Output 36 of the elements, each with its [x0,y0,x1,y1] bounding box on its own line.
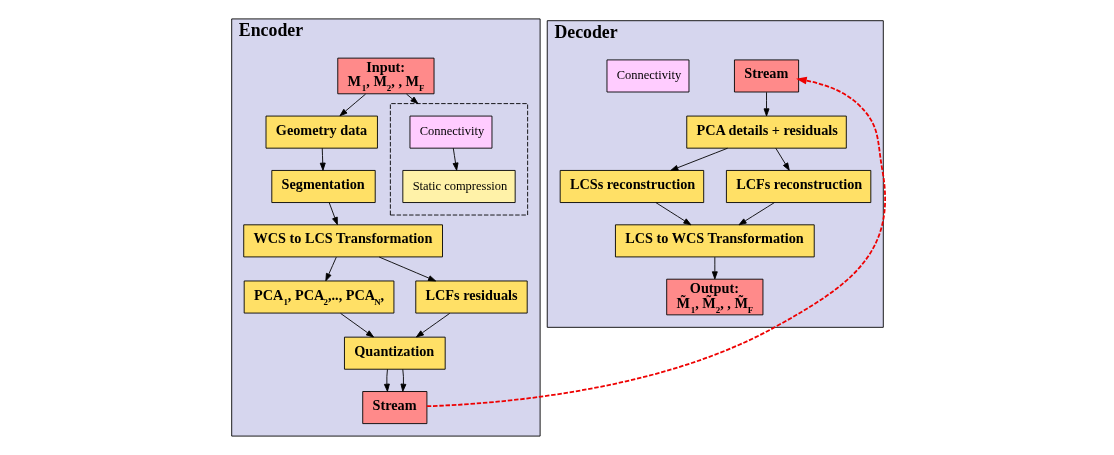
node-box: LCS to WCS Transformation [614,224,815,258]
node-box: PCA details + residuals [685,115,847,149]
arrow [738,202,775,226]
node-box: WCS to LCS Transformation [242,224,443,258]
node-box: Quantization [343,336,446,370]
node-box: LCSs reconstruction [559,170,704,203]
arrow [383,368,390,392]
node-box: Static compression [401,170,516,203]
node-box: LCFs residuals [414,280,528,314]
node-box: Stream [361,391,427,425]
arrow [378,256,436,282]
arrow [452,147,458,171]
node-box: Output: M̃$_{1}$, M̃$_{2}$, , M̃$_{F}$ [665,278,763,316]
node-box: PCA$_{1}$, PCA$_{2}$,.., PCA$_{N}$, [243,280,394,314]
arrow [774,147,790,171]
arrow [339,93,366,117]
node-box: Connectivity [409,115,492,149]
arrow [319,147,326,171]
node-box: Stream [733,59,799,93]
arrow [763,91,769,117]
node-box: Input: M$_{1}$, M$_{2}$, , M$_{F}$ [336,57,434,95]
node-box: Geometry data [265,115,378,149]
cluster [389,103,528,216]
arrow [328,202,338,226]
arrow [405,93,418,105]
arrow [654,202,691,226]
arrow [400,368,406,392]
node-box: Connectivity [606,59,689,93]
node-box: LCFs reconstruction [725,170,871,203]
arrow [415,312,450,338]
node-box: Segmentation [270,170,376,203]
arrow [324,256,337,282]
arrow [425,76,886,408]
arrow [339,312,374,338]
arrow [711,256,718,280]
arrow [669,147,728,171]
